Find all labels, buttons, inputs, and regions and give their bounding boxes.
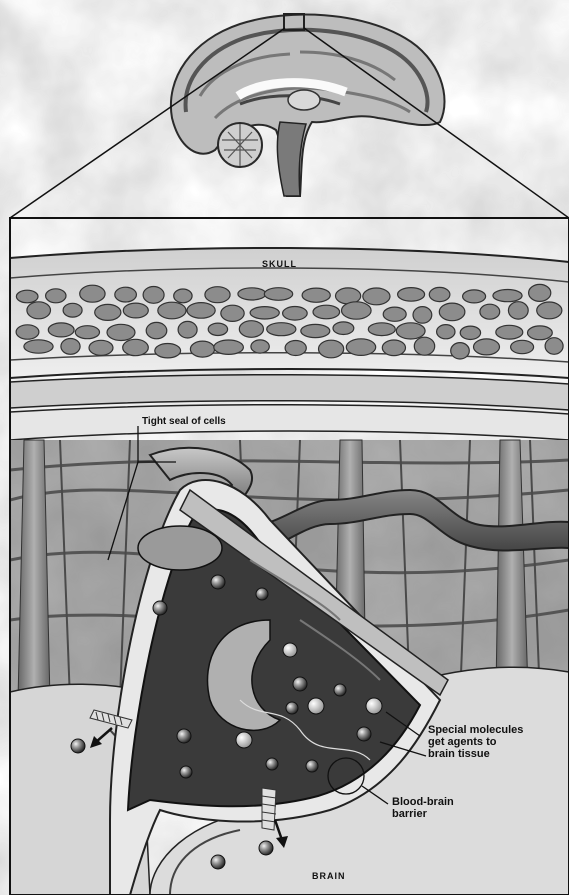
bone-cell (16, 290, 38, 303)
bone-cell (63, 303, 82, 317)
bone-cell (24, 340, 53, 353)
bone-cell (528, 326, 553, 340)
molecule (286, 702, 298, 714)
bone-cell (214, 340, 244, 354)
molecule (259, 841, 273, 855)
bone-cell (508, 302, 528, 319)
bone-cell (143, 287, 164, 304)
bone-cell (511, 340, 534, 353)
bone-cell (398, 288, 425, 302)
molecule (366, 698, 382, 714)
bone-cell (301, 324, 330, 337)
bone-cell (368, 323, 395, 336)
bone-cell (46, 289, 66, 303)
molecule (180, 766, 192, 778)
bone-cell (545, 338, 563, 355)
bone-cell (346, 339, 375, 356)
bone-cell (190, 341, 214, 357)
molecule (293, 677, 307, 691)
bone-cell (363, 288, 390, 305)
bone-cell (342, 302, 372, 319)
molecule (256, 588, 268, 600)
bone-cell (496, 325, 523, 339)
molecule (211, 855, 225, 869)
bone-cell (529, 284, 551, 301)
bone-cell (155, 344, 181, 358)
bone-cell (158, 302, 186, 319)
bone-cell (221, 305, 244, 321)
bone-cell (107, 324, 135, 340)
bone-cell (238, 288, 266, 300)
bone-cell (205, 287, 230, 303)
bone-cell (313, 305, 340, 319)
molecule (153, 601, 167, 615)
bone-cell (413, 307, 432, 324)
bone-cell (382, 340, 405, 356)
bone-cell (75, 326, 99, 339)
bone-cell (267, 323, 296, 336)
bone-cell (493, 290, 522, 302)
bone-cell (437, 325, 455, 339)
molecule (308, 698, 324, 714)
bone-cell (283, 307, 308, 321)
molecule (357, 727, 371, 741)
bone-cell (537, 302, 562, 319)
bone-cell (115, 287, 137, 302)
bone-cell (383, 307, 406, 321)
bone-cell (123, 339, 149, 355)
bone-cell (123, 303, 148, 318)
special-molecules-label: Special molecules get agents to brain ti… (428, 724, 524, 760)
bone-cell (239, 321, 263, 338)
bone-cell (414, 337, 434, 355)
bone-cell (146, 322, 167, 338)
bone-cell (95, 304, 121, 320)
bone-cell (250, 307, 279, 319)
molecule (236, 732, 252, 748)
bone-cell (89, 340, 113, 355)
bone-cell (396, 323, 425, 339)
molecule (306, 760, 318, 772)
molecule (266, 758, 278, 770)
bone-cell (48, 323, 74, 337)
bone-cell (333, 322, 354, 335)
molecule (71, 739, 85, 753)
tight-seal-label: Tight seal of cells (142, 416, 226, 428)
bone-cell (251, 340, 269, 353)
bone-cell (16, 325, 39, 339)
bone-cell (439, 303, 465, 321)
molecule (177, 729, 191, 743)
bone-cell (61, 339, 80, 355)
bone-cell (27, 302, 51, 319)
bone-cell (80, 285, 105, 302)
molecule (283, 643, 297, 657)
bone-cell (264, 288, 292, 301)
bone-cell (302, 288, 330, 302)
bone-cell (187, 303, 215, 319)
bone-cell (208, 323, 227, 335)
bone-cell (174, 289, 192, 303)
bone-cell (480, 304, 500, 319)
bone-cell (285, 341, 306, 356)
brain-label: BRAIN (312, 870, 346, 882)
molecule (334, 684, 346, 696)
molecule (211, 575, 225, 589)
bone-cell (474, 339, 500, 355)
bone-cell (451, 343, 470, 359)
bone-cell (429, 287, 450, 301)
bone-cell (463, 290, 486, 303)
bone-cell (319, 340, 344, 358)
skull-label: SKULL (262, 258, 297, 270)
bone-cell (460, 326, 480, 339)
blood-brain-barrier-label: Blood-brain barrier (392, 796, 472, 820)
bone-cell (178, 321, 197, 338)
